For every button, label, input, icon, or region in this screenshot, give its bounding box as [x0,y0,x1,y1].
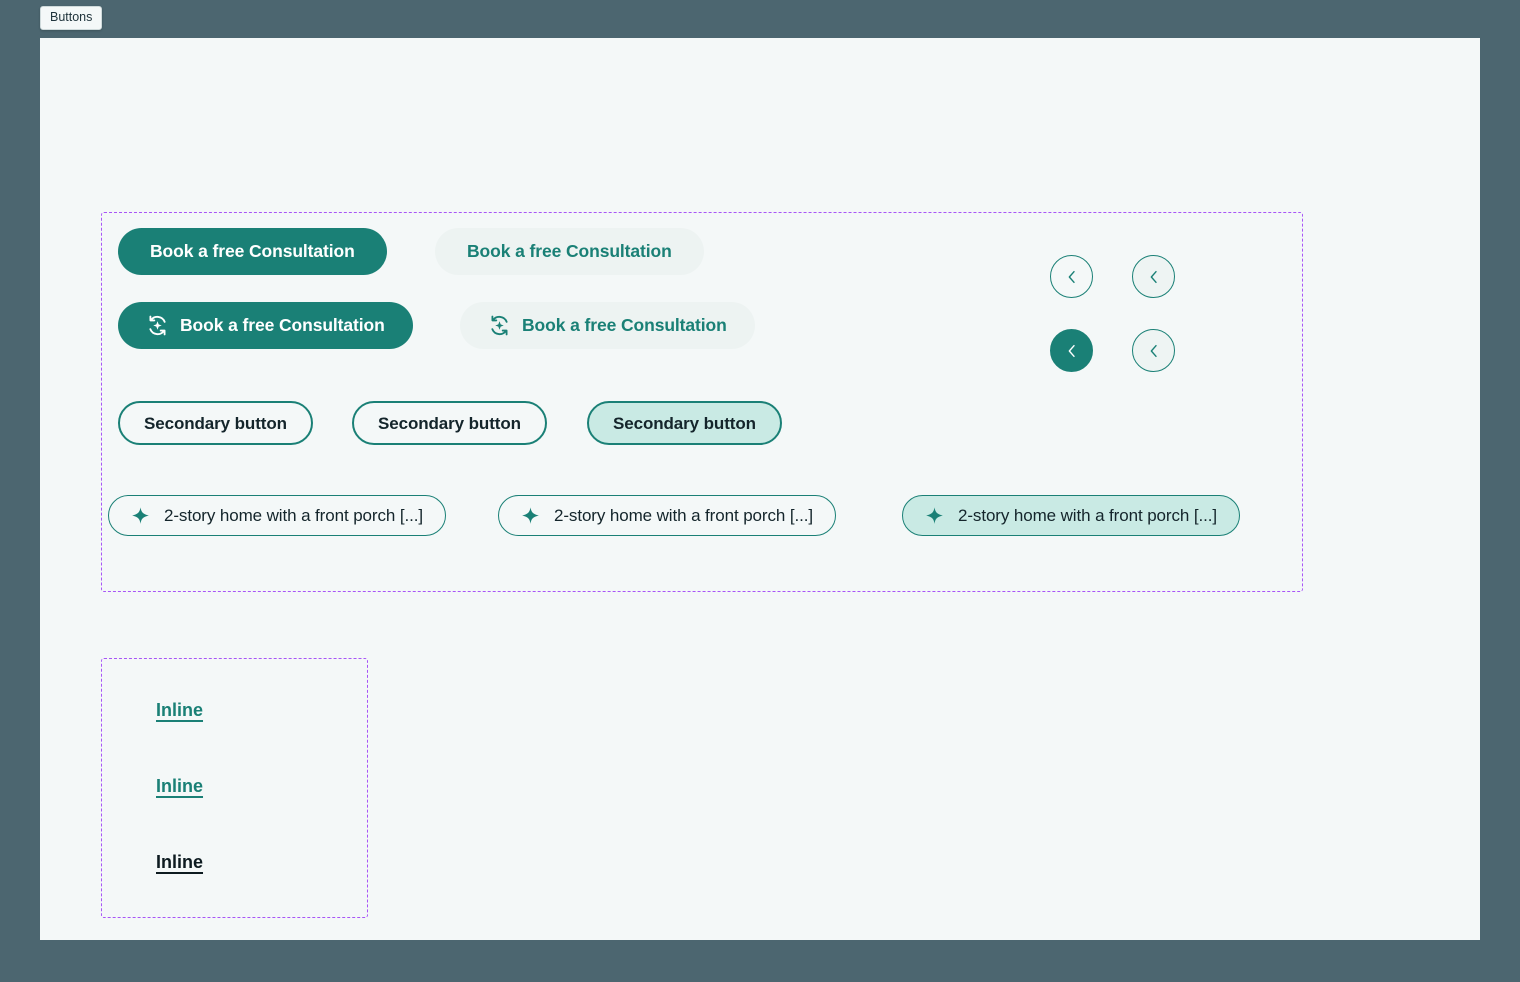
suggestion-chip-default[interactable]: 2-story home with a front porch [...] [108,495,446,536]
chevron-left-icon [1146,343,1162,359]
primary-button-ghost[interactable]: Book a free Consultation [435,228,704,275]
suggestion-chip-default-label: 2-story home with a front porch [...] [164,506,423,525]
secondary-button-default-label: Secondary button [144,413,287,433]
sparkle-icon [521,506,540,525]
secondary-button-selected[interactable]: Secondary button [587,401,782,445]
primary-button-solid-with-icon-label: Book a free Consultation [180,314,385,335]
canvas-panel: Book a free Consultation Book a free Con… [40,38,1480,940]
primary-button-ghost-label: Book a free Consultation [467,240,672,261]
chevron-left-icon [1146,269,1162,285]
primary-button-ghost-with-icon-label: Book a free Consultation [522,314,727,335]
suggestion-chip-selected[interactable]: 2-story home with a front porch [...] [902,495,1240,536]
inline-link-default[interactable]: Inline [156,700,204,720]
buttons-group-outline [101,212,1303,592]
chevron-left-icon [1064,343,1080,359]
secondary-button-hover[interactable]: Secondary button [352,401,547,445]
suggestion-chip-selected-label: 2-story home with a front porch [...] [958,506,1217,525]
primary-button-solid-label: Book a free Consultation [150,240,355,261]
sparkle-icon [131,506,150,525]
secondary-button-selected-label: Secondary button [613,413,756,433]
primary-button-solid-with-icon[interactable]: Book a free Consultation [118,302,413,349]
refresh-sparkle-icon [146,314,169,337]
carousel-prev-button-filled[interactable] [1050,329,1093,372]
chevron-left-icon [1064,269,1080,285]
primary-button-ghost-with-icon[interactable]: Book a free Consultation [460,302,755,349]
carousel-prev-button-hover[interactable] [1132,255,1175,298]
secondary-button-default[interactable]: Secondary button [118,401,313,445]
suggestion-chip-hover[interactable]: 2-story home with a front porch [...] [498,495,836,536]
inline-link-hover[interactable]: Inline [156,776,204,796]
carousel-prev-button-default[interactable] [1050,255,1093,298]
inline-link-visited[interactable]: Inline [156,852,204,872]
suggestion-chip-hover-label: 2-story home with a front porch [...] [554,506,813,525]
refresh-sparkle-icon [488,314,511,337]
inline-links-group-outline [101,658,368,918]
secondary-button-hover-label: Secondary button [378,413,521,433]
primary-button-solid[interactable]: Book a free Consultation [118,228,387,275]
sparkle-icon [925,506,944,525]
carousel-prev-button-hover-2[interactable] [1132,329,1175,372]
buttons-tab-label[interactable]: Buttons [40,6,103,30]
